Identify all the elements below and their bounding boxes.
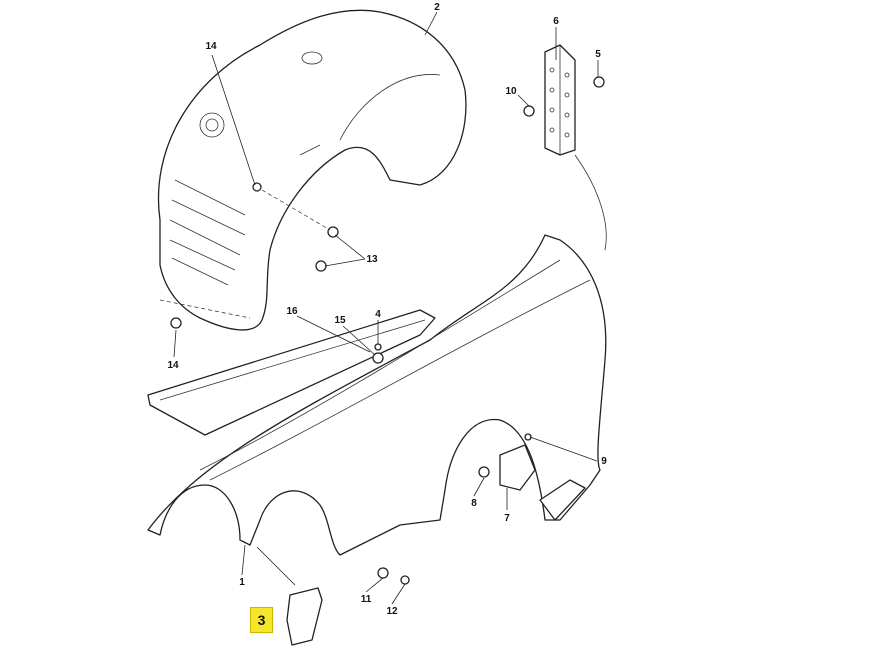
- callout-1[interactable]: 1: [239, 577, 245, 588]
- callout-7[interactable]: 7: [504, 513, 510, 524]
- wing-trim-piece[interactable]: [286, 587, 323, 646]
- callout-12[interactable]: 12: [386, 606, 398, 617]
- callout-9[interactable]: 9: [601, 456, 607, 467]
- seal-strip[interactable]: [147, 309, 436, 436]
- callout-4[interactable]: 4: [375, 309, 381, 320]
- wheel-arch-liner[interactable]: [157, 9, 467, 331]
- front-wing[interactable]: [147, 234, 607, 556]
- wing-bracket[interactable]: [499, 444, 536, 491]
- callout-14-top[interactable]: 14: [205, 41, 217, 52]
- callout-10[interactable]: 10: [505, 86, 517, 97]
- callout-11[interactable]: 11: [361, 594, 372, 605]
- callout-6[interactable]: 6: [553, 16, 559, 27]
- callout-13[interactable]: 13: [366, 254, 378, 265]
- callout-16[interactable]: 16: [286, 306, 298, 317]
- callout-14-bottom[interactable]: 14: [167, 360, 179, 371]
- callout-3-highlighted[interactable]: 3: [250, 607, 273, 633]
- callout-2[interactable]: 2: [434, 2, 440, 13]
- callout-5[interactable]: 5: [595, 49, 601, 60]
- callout-8[interactable]: 8: [471, 498, 477, 509]
- callout-15[interactable]: 15: [334, 315, 346, 326]
